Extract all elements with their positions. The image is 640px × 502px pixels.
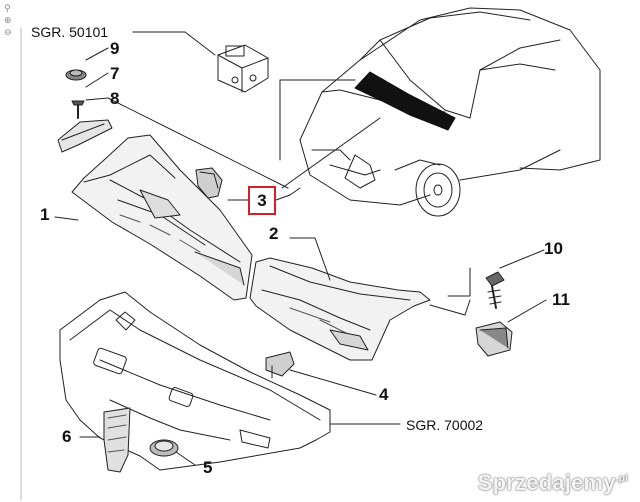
part-2-cowl-panel-right: [249, 257, 431, 361]
reference-sgr-50101: SGR. 50101: [31, 24, 109, 40]
callout-2: 2: [269, 224, 279, 243]
reference-sgr-70002: SGR. 70002: [406, 417, 484, 433]
callout-11: 11: [552, 290, 570, 309]
car-illustration: [299, 7, 601, 217]
zoom-in-icon[interactable]: ⊕: [4, 16, 12, 26]
part-3-clip: [195, 167, 223, 199]
callout-8: 8: [110, 89, 120, 108]
watermark-logo: Sprzedajemy.pl: [477, 470, 628, 495]
pin-icon[interactable]: ⚲: [4, 4, 11, 14]
callout-3-highlighted: 3: [248, 186, 276, 215]
callout-1: 1: [40, 205, 50, 224]
part-8-trim: [57, 119, 113, 153]
callout-6: 6: [62, 427, 72, 446]
part-5-plug: [149, 439, 179, 457]
zoom-out-icon[interactable]: ⊖: [4, 28, 12, 38]
callout-5: 5: [203, 458, 213, 477]
part-9-cap: [65, 69, 87, 81]
part-10-screw: [485, 271, 505, 309]
callout-9: 9: [110, 39, 120, 58]
callout-7: 7: [110, 64, 120, 83]
part-11-clip: [475, 321, 513, 357]
part-1-cowl-panel-left: [71, 134, 253, 301]
part-6-duct: [103, 407, 131, 473]
callout-4: 4: [379, 385, 389, 404]
relay-box-part: [217, 44, 269, 93]
part-7-screw: [71, 100, 85, 119]
part-4-bracket: [265, 351, 295, 379]
callout-10: 10: [544, 239, 563, 258]
